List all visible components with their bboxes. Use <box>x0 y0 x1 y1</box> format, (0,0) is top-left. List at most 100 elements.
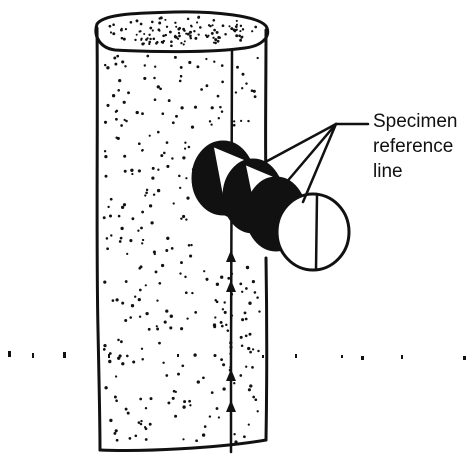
stipple-dot <box>124 65 127 68</box>
stipple-dot <box>151 176 155 180</box>
stipple-dot <box>224 33 227 36</box>
stipple-dot <box>152 250 156 254</box>
stipple-dot <box>106 103 110 107</box>
stipple-dot <box>159 87 162 91</box>
stipple-dot <box>132 360 136 364</box>
stipple-dot <box>233 432 236 436</box>
core-left-edge <box>95 26 102 452</box>
stipple-dot <box>149 37 152 41</box>
stipple-dot <box>251 348 255 351</box>
stipple-dot <box>137 297 141 302</box>
stipple-dot <box>241 72 245 76</box>
stipple-dot <box>190 24 193 27</box>
stipple-dot <box>170 40 173 43</box>
stipple-dot <box>212 36 215 39</box>
stipple-dot <box>179 74 183 78</box>
stipple-dot <box>115 438 119 442</box>
stipple-dot <box>180 217 183 220</box>
label-line-1: Specimen <box>373 111 458 132</box>
stipple-dot <box>141 148 144 152</box>
stipple-dot <box>174 390 177 394</box>
stipple-dot <box>180 106 184 110</box>
stipple-dot <box>234 91 238 94</box>
stipple-dot <box>118 79 122 83</box>
stipple-dot <box>120 27 123 30</box>
stipple-dot <box>225 323 228 327</box>
core-top-rim <box>94 10 270 54</box>
stipple-dot <box>221 80 224 84</box>
stipple-dot <box>118 240 122 243</box>
arrow-marker <box>226 250 236 262</box>
stipple-dot <box>165 374 169 377</box>
stipple-dot <box>216 39 220 43</box>
stipple-dot <box>184 275 187 279</box>
stipple-dot <box>197 16 201 19</box>
stipple-dot <box>134 38 137 42</box>
leader-to-disc-2 <box>283 122 338 186</box>
stipple-dot <box>248 301 252 305</box>
arrow-marker <box>226 369 236 381</box>
stipple-dot <box>171 121 175 125</box>
stipple-dot <box>184 147 187 150</box>
stipple-dot <box>140 347 144 350</box>
stipple-dot <box>194 36 198 40</box>
stipple-dot <box>200 88 203 91</box>
stipple-dot <box>247 388 251 392</box>
stipple-dot <box>241 87 244 90</box>
stipple-dot <box>178 34 181 38</box>
stipple-dot <box>141 238 145 242</box>
stipple-dot <box>152 193 156 196</box>
stipple-dot <box>107 205 110 209</box>
stipple-dot <box>108 214 113 218</box>
stipple-dot <box>156 41 159 44</box>
stipple-dot <box>186 196 190 200</box>
stipple-dot <box>123 118 126 121</box>
stipple-dot <box>124 28 127 31</box>
stipple-dot <box>106 247 109 251</box>
stipple-dot <box>140 37 143 40</box>
stipple-dot <box>180 327 184 331</box>
stipple-dot <box>212 18 216 22</box>
stipple-dot <box>250 89 254 93</box>
stipple-dot <box>183 29 186 32</box>
stipple-dot <box>199 26 202 29</box>
stipple-dot <box>127 91 130 95</box>
stipple-dot <box>234 29 237 32</box>
stipple-dot <box>108 359 112 364</box>
stipple-dot <box>254 398 258 402</box>
stipple-dot <box>161 112 165 116</box>
stipple-dot <box>152 37 156 41</box>
stipple-dot <box>214 316 217 319</box>
stipple-dot <box>168 30 172 34</box>
stipple-dot <box>233 382 236 385</box>
stipple-dot <box>182 405 186 409</box>
scan-artifact-line <box>8 351 466 360</box>
stipple-dot <box>185 218 188 221</box>
stipple-dot <box>145 188 149 192</box>
stipple-dot <box>219 320 223 324</box>
stipple-dot <box>177 372 180 376</box>
stipple-dot <box>131 217 135 221</box>
stipple-dot <box>220 324 224 328</box>
stipple-dot <box>143 76 147 80</box>
stipple-dot <box>194 311 198 314</box>
stipple-dot <box>208 415 212 418</box>
stipple-dot <box>174 414 178 418</box>
stipple-dot <box>146 37 149 40</box>
stipple-dot <box>114 375 118 378</box>
stipple-dot <box>187 244 191 247</box>
stipple-dot <box>130 168 134 172</box>
stipple-dot <box>141 112 144 116</box>
stipple-dot <box>235 23 239 26</box>
stipple-dot <box>222 363 226 367</box>
stipple-dot <box>144 438 148 441</box>
stipple-dot <box>195 439 198 443</box>
stipple-dot <box>124 280 128 283</box>
stipple-dot <box>120 124 123 127</box>
stipple-dot <box>178 26 182 30</box>
stipple-dot <box>117 338 120 342</box>
stipple-dot <box>144 284 147 287</box>
stipple-dot <box>234 25 238 28</box>
